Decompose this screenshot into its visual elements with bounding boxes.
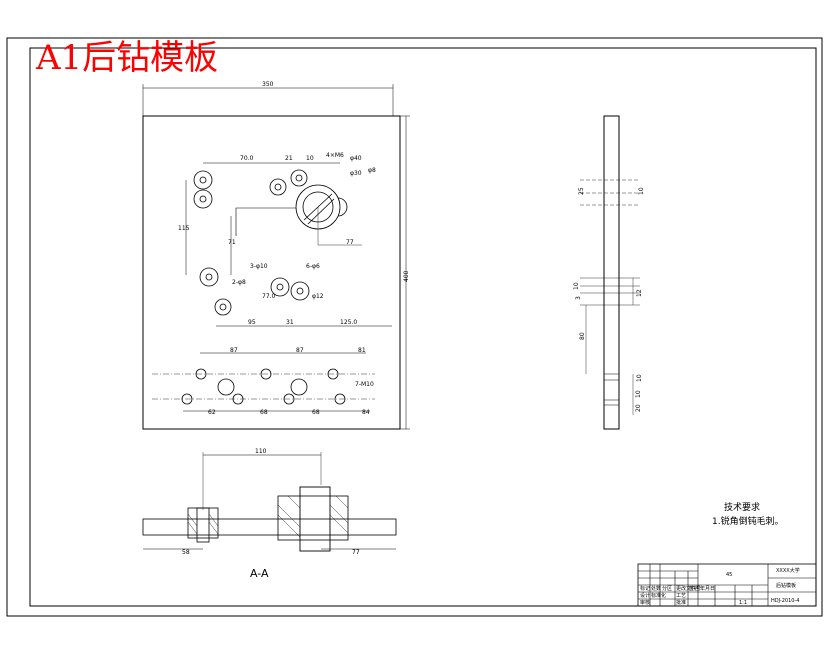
svg-text:45: 45 bbox=[726, 572, 732, 578]
svg-text:10: 10 bbox=[635, 390, 642, 398]
svg-text:31: 31 bbox=[286, 319, 294, 326]
svg-text:80: 80 bbox=[579, 332, 586, 340]
svg-text:工艺: 工艺 bbox=[676, 593, 686, 599]
svg-text:标准化: 标准化 bbox=[651, 592, 666, 599]
svg-text:10: 10 bbox=[636, 374, 643, 382]
svg-text:φ40: φ40 bbox=[350, 155, 362, 162]
plate-outline bbox=[142, 115, 401, 430]
section-label: A-A bbox=[250, 567, 269, 580]
inner-border bbox=[29, 47, 817, 607]
svg-text:技术要求: 技术要求 bbox=[724, 501, 760, 513]
svg-text:68: 68 bbox=[312, 409, 320, 416]
svg-text:后钻模板: 后钻模板 bbox=[776, 582, 796, 589]
svg-text:签名: 签名 bbox=[689, 585, 699, 592]
svg-text:68: 68 bbox=[260, 409, 268, 416]
svg-text:400: 400 bbox=[403, 270, 410, 282]
svg-text:年月日: 年月日 bbox=[700, 585, 715, 592]
section-view bbox=[142, 452, 397, 552]
svg-text:58: 58 bbox=[182, 549, 190, 556]
svg-text:10: 10 bbox=[573, 282, 580, 290]
svg-text:62: 62 bbox=[208, 409, 216, 416]
svg-text:处数: 处数 bbox=[651, 585, 661, 592]
svg-text:77.0: 77.0 bbox=[262, 293, 276, 300]
front-view bbox=[142, 84, 410, 430]
svg-text:标记: 标记 bbox=[640, 585, 650, 592]
svg-text:25: 25 bbox=[578, 187, 585, 195]
side-outline bbox=[603, 115, 620, 430]
outer-border bbox=[6, 37, 823, 617]
svg-text:2-φ8: 2-φ8 bbox=[232, 279, 246, 286]
svg-text:84: 84 bbox=[362, 409, 370, 416]
svg-text:3: 3 bbox=[575, 296, 582, 300]
svg-text:10: 10 bbox=[638, 187, 645, 195]
svg-text:110: 110 bbox=[255, 448, 267, 455]
svg-text:批准: 批准 bbox=[676, 599, 686, 606]
front-view-dimensions: 350 400 70.0 21 10 4×M6 φ40 φ30 φ8 77 71… bbox=[178, 81, 410, 416]
tech-requirements: 技术要求 1.锐角倒钝毛刺。 bbox=[712, 501, 784, 527]
svg-text:115: 115 bbox=[178, 225, 190, 232]
svg-text:设计: 设计 bbox=[640, 592, 650, 599]
svg-text:87: 87 bbox=[296, 347, 304, 354]
svg-text:HDJ-2010-4: HDJ-2010-4 bbox=[771, 598, 799, 604]
svg-text:6-φ6: 6-φ6 bbox=[306, 263, 320, 270]
svg-text:φ12: φ12 bbox=[312, 293, 324, 300]
svg-text:95: 95 bbox=[248, 319, 256, 326]
title-block-text: 45 XXXX大学 后钻模板 HDJ-2010-4 1:1 标记 处数 分区 更… bbox=[640, 567, 800, 606]
svg-text:1:1: 1:1 bbox=[739, 600, 747, 606]
svg-text:71: 71 bbox=[228, 239, 236, 246]
svg-text:7-M10: 7-M10 bbox=[355, 381, 374, 388]
svg-text:70.0: 70.0 bbox=[240, 155, 254, 162]
svg-text:77: 77 bbox=[352, 549, 360, 556]
svg-text:350: 350 bbox=[262, 81, 274, 88]
svg-text:81: 81 bbox=[358, 347, 366, 354]
svg-text:XXXX大学: XXXX大学 bbox=[776, 567, 800, 574]
svg-text:125.0: 125.0 bbox=[340, 319, 357, 326]
svg-text:10: 10 bbox=[306, 155, 314, 162]
svg-text:3-φ10: 3-φ10 bbox=[250, 263, 268, 270]
title-block bbox=[637, 563, 817, 607]
drawing-title: A1后钻模板 bbox=[36, 38, 219, 78]
section-dimensions: 110 58 77 A-A bbox=[182, 448, 360, 580]
svg-text:更改文件号: 更改文件号 bbox=[676, 585, 701, 592]
svg-text:87: 87 bbox=[230, 347, 238, 354]
svg-text:20: 20 bbox=[635, 404, 642, 412]
svg-text:φ30: φ30 bbox=[350, 170, 362, 177]
svg-text:φ8: φ8 bbox=[368, 167, 376, 174]
svg-text:分区: 分区 bbox=[662, 585, 672, 592]
svg-text:12: 12 bbox=[636, 289, 643, 297]
svg-text:4×M6: 4×M6 bbox=[326, 152, 344, 159]
svg-text:21: 21 bbox=[285, 155, 293, 162]
svg-text:1.锐角倒钝毛刺。: 1.锐角倒钝毛刺。 bbox=[712, 515, 784, 527]
side-view bbox=[580, 115, 640, 430]
side-view-dimensions: 25 10 10 3 12 80 10 10 20 bbox=[573, 187, 645, 412]
svg-text:审核: 审核 bbox=[640, 599, 650, 606]
svg-text:77: 77 bbox=[346, 239, 354, 246]
